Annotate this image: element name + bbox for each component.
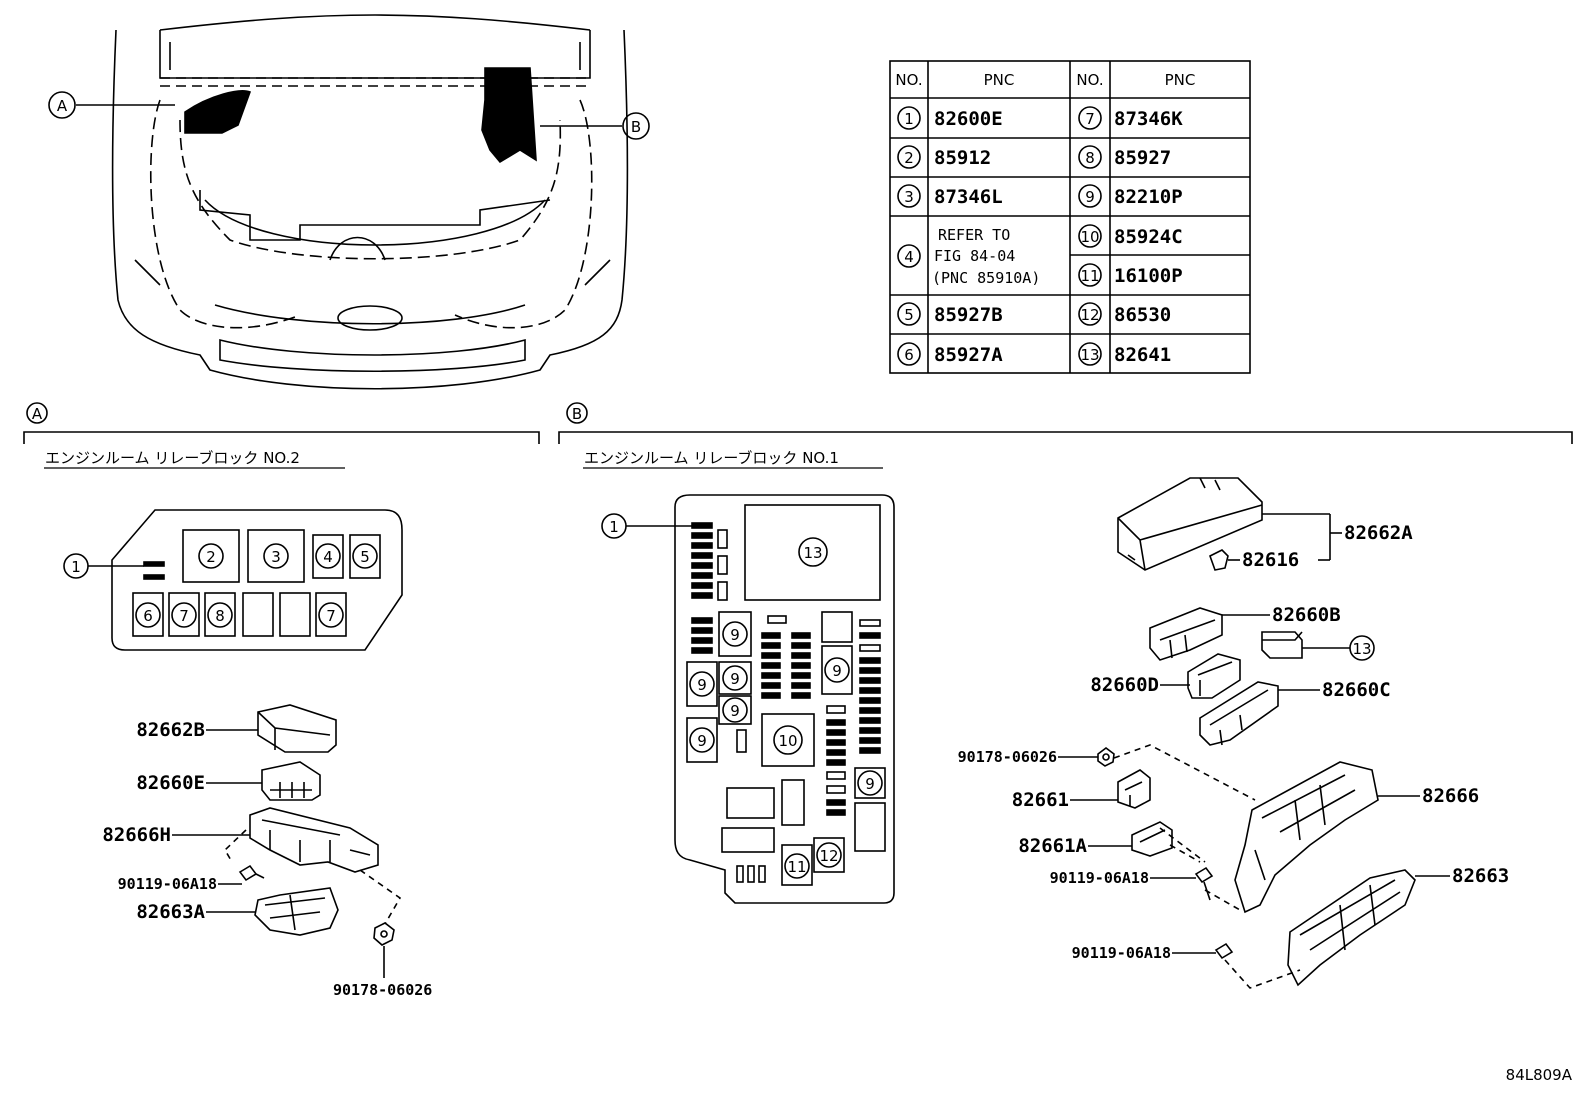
section-b-label: B [572, 405, 582, 423]
block-a-slot: 3 [271, 548, 281, 566]
table-no: 7 [1085, 110, 1095, 128]
table-pnc: 82210P [1114, 186, 1183, 208]
part-b-relay-13-label: 13 [1352, 640, 1371, 658]
section-a-label: A [32, 405, 43, 423]
callout-a-circle [48, 91, 76, 119]
block-a-slot: 4 [323, 548, 333, 566]
section-b-title: エンジンルーム リレーブロック NO.1 [584, 449, 839, 467]
table-header-pnc-left: PNC [984, 71, 1015, 89]
table-no: 1 [904, 110, 914, 128]
callout-b-label: B [631, 118, 641, 136]
block-b-slot-11: 11 [787, 858, 806, 876]
table-header-no-right: NO. [1076, 71, 1103, 89]
block-b-slot-12: 12 [819, 847, 838, 865]
block-b-slot-9: 9 [730, 626, 740, 644]
block-b-slot-10: 10 [778, 732, 797, 750]
block-b-slot-9: 9 [832, 662, 842, 680]
part-label: 82660D [1090, 674, 1159, 696]
table-pnc-ref-line: (PNC 85910A) [932, 269, 1040, 287]
block-a-slot: 8 [215, 607, 225, 625]
part-label: 82666 [1422, 785, 1479, 807]
table-no: 6 [904, 346, 914, 364]
block-a-slot: 6 [143, 607, 153, 625]
block-b-slot-13: 13 [803, 544, 822, 562]
part-label: 90119-06A18 [118, 875, 217, 893]
table-no: 3 [904, 188, 914, 206]
part-label: 82661A [1018, 835, 1087, 857]
block-a-slot: 5 [360, 548, 370, 566]
section-b-circle [566, 402, 588, 424]
relay-block-no2 [88, 509, 403, 651]
table-header-no-left: NO. [895, 71, 922, 89]
block-b-slot-9: 9 [730, 670, 740, 688]
block-b-pointer-label: 1 [609, 518, 619, 536]
block-a-slot: 7 [326, 607, 336, 625]
part-label: 82663A [136, 901, 205, 923]
part-label: 90119-06A18 [1050, 869, 1149, 887]
table-pnc: 86530 [1114, 304, 1171, 326]
part-label: 82663 [1452, 865, 1509, 887]
table-pnc: 16100P [1114, 265, 1183, 287]
part-label: 82660E [136, 772, 205, 794]
part-label: 82616 [1242, 549, 1299, 571]
table-pnc: 82600E [934, 108, 1003, 130]
table-no: 4 [904, 248, 914, 266]
table-no: 11 [1080, 267, 1099, 285]
table-no: 5 [904, 306, 914, 324]
block-b-slot-9: 9 [697, 732, 707, 750]
table-no: 12 [1080, 306, 1099, 324]
table-pnc-ref-line: FIG 84-04 [934, 247, 1015, 265]
part-label: 82666H [102, 824, 171, 846]
table-header-pnc-right: PNC [1165, 71, 1196, 89]
table-pnc: 87346L [934, 186, 1003, 208]
relay-block-no1 [626, 494, 895, 904]
part-label: 82662A [1344, 522, 1413, 544]
table-no: 9 [1085, 188, 1095, 206]
section-a-title: エンジンルーム リレーブロック NO.2 [45, 449, 300, 467]
table-pnc: 85927 [1114, 147, 1171, 169]
block-a-slot: 7 [179, 607, 189, 625]
table-no: 13 [1080, 346, 1099, 364]
part-label: 82662B [136, 719, 205, 741]
parts-b-drawing [1058, 477, 1450, 989]
pnc-table-grid [889, 60, 1251, 374]
section-b-bracket [558, 431, 1573, 444]
section-a-bracket [23, 431, 540, 444]
part-label: 90178-06026 [958, 748, 1057, 766]
table-pnc: 85924C [1114, 226, 1183, 248]
table-no: 8 [1085, 149, 1095, 167]
table-pnc-ref-line: REFER TO [938, 226, 1010, 244]
block-b-slot-9: 9 [730, 702, 740, 720]
part-label: 90178-06026 [333, 981, 432, 999]
table-pnc: 82641 [1114, 344, 1171, 366]
block-a-pointer-label: 1 [71, 558, 81, 576]
table-no: 2 [904, 149, 914, 167]
callout-b-circle [622, 112, 650, 140]
callout-a-label: A [57, 97, 68, 115]
table-no: 10 [1080, 228, 1099, 246]
block-a-slot: 2 [206, 548, 216, 566]
table-pnc: 85927B [934, 304, 1003, 326]
section-a-circle [26, 402, 48, 424]
table-pnc: 85912 [934, 147, 991, 169]
car-front-view [76, 14, 629, 390]
parts-a-drawing [172, 704, 402, 978]
part-label: 82661 [1012, 789, 1069, 811]
table-pnc: 85927A [934, 344, 1003, 366]
block-b-slot-9: 9 [865, 775, 875, 793]
block-b-slot-9: 9 [697, 676, 707, 694]
part-label: 82660B [1272, 604, 1341, 626]
part-label: 90119-06A18 [1072, 944, 1171, 962]
figure-id: 84L809A [1506, 1066, 1573, 1084]
table-pnc: 87346K [1114, 108, 1183, 130]
part-label: 82660C [1322, 679, 1391, 701]
